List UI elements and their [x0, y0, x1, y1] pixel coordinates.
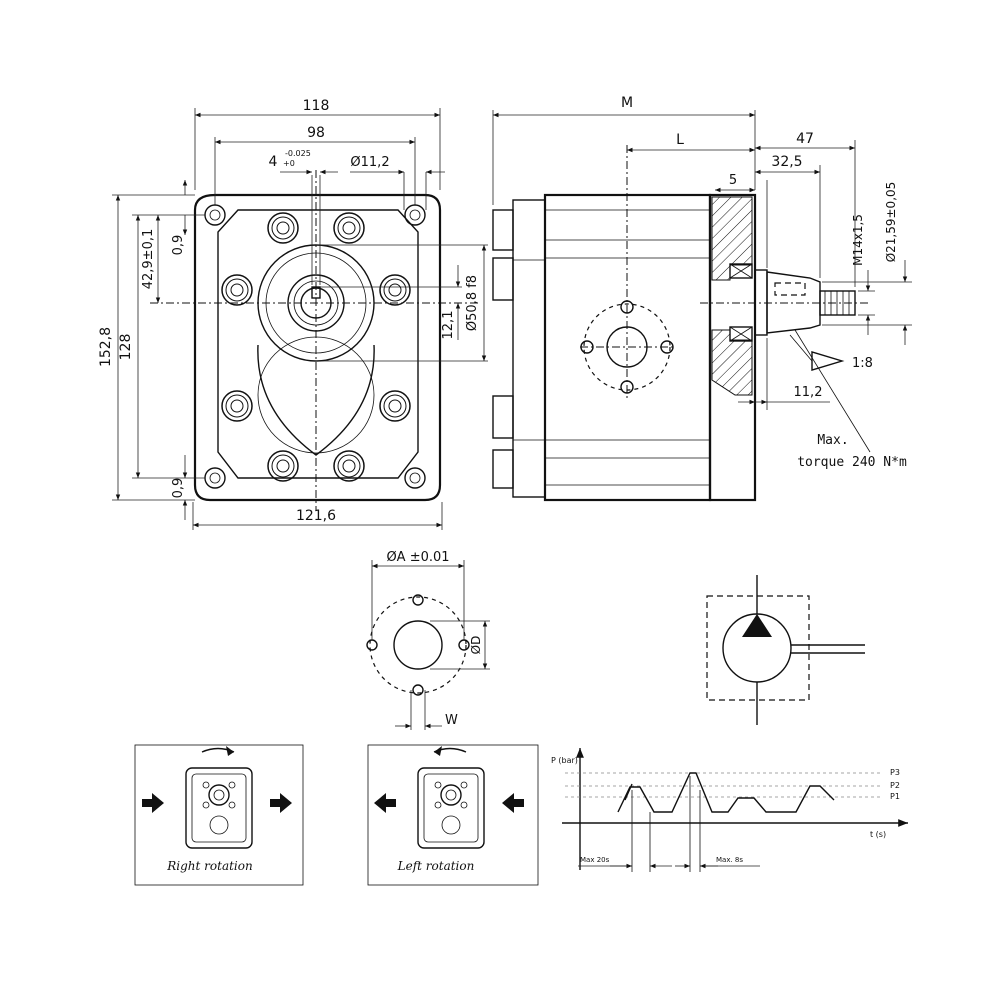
dim-taper-label: 1:8 — [852, 356, 873, 371]
bolt-head — [267, 450, 299, 482]
torque-label-line1: Max. — [817, 433, 848, 448]
side-port — [580, 145, 675, 400]
bolt-head — [333, 212, 365, 244]
pressure-time-diagram: P (bar) t (s) P3 P2 P1 Max 20s Max. 8s — [551, 748, 908, 872]
chart-p2-label: P2 — [890, 781, 900, 790]
chart-max-20s-label: Max 20s — [580, 856, 610, 864]
body-bolts — [221, 212, 411, 482]
bolt-head — [221, 390, 253, 422]
dim-W-label: W — [445, 713, 458, 728]
dim-98-label: 98 — [307, 125, 325, 141]
front-view: 118 98 4 -0.025 +0 Ø11,2 152,8 128 42,9±… — [98, 98, 488, 530]
corner-hole — [404, 467, 426, 489]
dim-thread-label: M14x1,5 — [851, 214, 865, 266]
dim-4-tol-bottom: +0 — [283, 159, 295, 168]
dim-5-label: 5 — [729, 173, 737, 188]
dim-42-9-label: 42,9±0,1 — [141, 229, 156, 290]
dim-11-2-label: 11,2 — [794, 385, 823, 400]
corner-hole — [204, 467, 226, 489]
corner-hole — [404, 204, 426, 226]
torque-label-line2: torque 240 N*m — [797, 455, 907, 470]
dim-121-6-label: 121,6 — [296, 508, 336, 524]
side-view: M L 47 32,5 5 M14x1,5 Ø21,59±0,05 1:8 — [492, 95, 912, 502]
dim-L-label: L — [676, 132, 684, 148]
bolt-head — [221, 274, 253, 306]
left-rotation-panel: Left rotation — [367, 744, 539, 886]
rotation-arrow-icon — [226, 746, 234, 756]
dim-118-label: 118 — [303, 98, 330, 114]
dim-50-8-label: Ø50,8 f8 — [465, 275, 480, 331]
dim-128-label: 128 — [118, 334, 134, 361]
corner-hole — [204, 204, 226, 226]
bolt-head — [379, 274, 411, 306]
dim-0-9-top-label: 0,9 — [171, 235, 186, 256]
dim-4-label: 4 — [269, 154, 278, 170]
dim-21-59-label: Ø21,59±0,05 — [884, 182, 898, 263]
chart-y-label: P (bar) — [551, 756, 578, 765]
chart-p3-label: P3 — [890, 768, 900, 777]
chart-max-8s-label: Max. 8s — [716, 856, 743, 864]
dim-hole-label: Ø11,2 — [350, 155, 389, 170]
right-rotation-label: Right rotation — [166, 859, 252, 873]
arrow-right-icon — [270, 793, 292, 813]
dim-0-9-bottom-label: 0,9 — [171, 478, 186, 499]
right-rotation-panel: Right rotation — [134, 744, 304, 886]
arrow-left-icon — [502, 793, 524, 813]
rotation-arrow-icon — [434, 746, 442, 756]
arrow-left-icon — [374, 793, 396, 813]
dim-4-tol-top: -0.025 — [285, 149, 311, 158]
bolt-head — [333, 450, 365, 482]
dim-D-label: ØD — [469, 636, 483, 655]
flange-detail: ØA ±0.01 ØD W — [366, 550, 490, 730]
dim-M-label: M — [621, 95, 633, 111]
dim-152-8-label: 152,8 — [98, 327, 114, 367]
dim-47-label: 47 — [796, 131, 814, 147]
dim-32-5-label: 32,5 — [771, 154, 802, 170]
chart-p1-label: P1 — [890, 792, 900, 801]
left-rotation-label: Left rotation — [397, 859, 475, 873]
bolt-head — [267, 212, 299, 244]
chart-x-label: t (s) — [870, 830, 886, 839]
dim-A-label: ØA ±0.01 — [386, 550, 449, 565]
arrow-right-icon — [142, 793, 164, 813]
dim-12-1-label: 12,1 — [441, 311, 456, 340]
bolt-head — [379, 390, 411, 422]
hydraulic-pump-symbol — [706, 575, 865, 725]
